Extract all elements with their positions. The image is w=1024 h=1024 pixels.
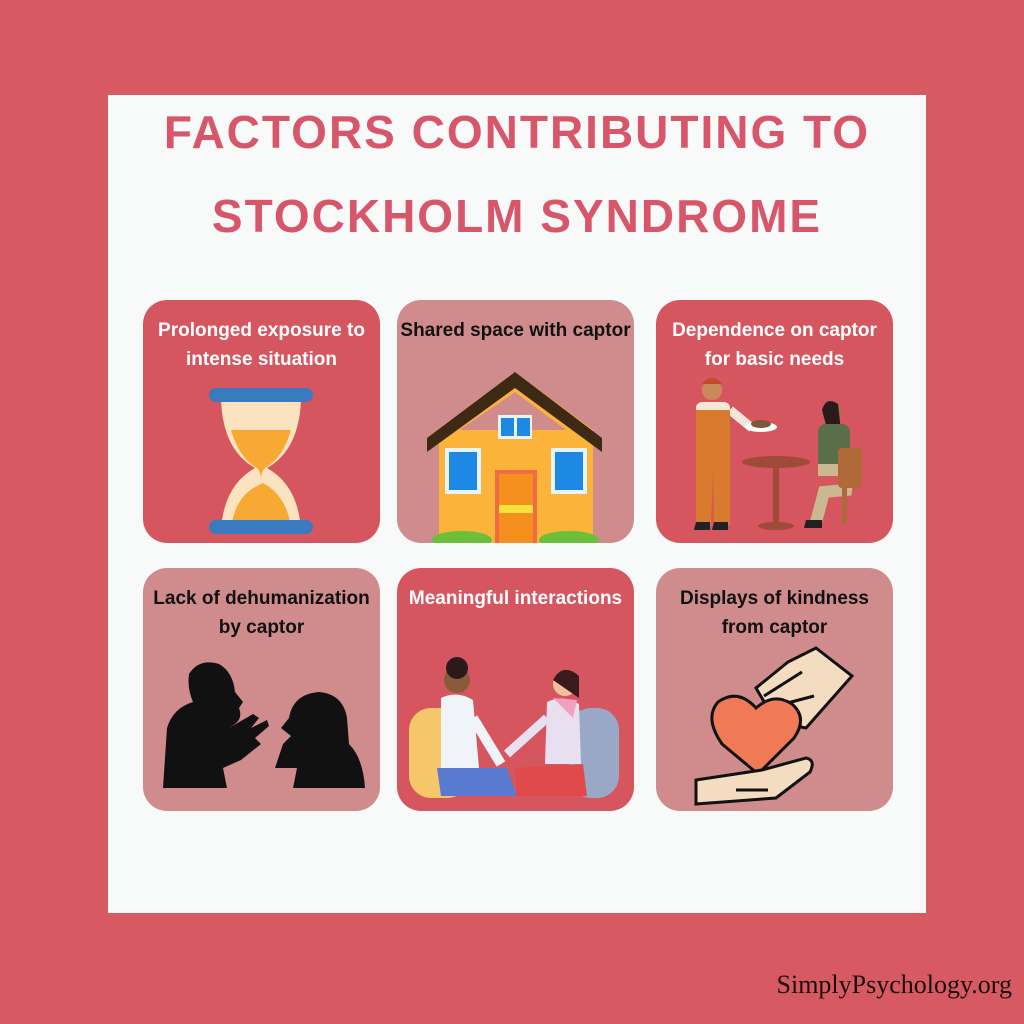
card-label: Shared space with captor [400, 320, 631, 341]
factor-card-lack-of-dehumanization: Lack of dehumanization by captor [143, 568, 380, 811]
title-line-1: FACTORS CONTRIBUTING TO [163, 106, 871, 158]
two-people-talking-illustration [409, 657, 619, 798]
source-credit: SimplyPsychology.org [776, 970, 1012, 999]
factor-card-prolonged-exposure: Prolonged exposure to intense situation [143, 300, 380, 543]
arguing-silhouettes-icon [163, 662, 365, 788]
waiter-serving-woman-illustration [694, 378, 862, 530]
card-label: Displays of kindness from captor [679, 588, 869, 638]
factor-card-dependence: Dependence on captor for basic needs [656, 300, 893, 543]
factor-card-meaningful-interactions: Meaningful interactions [397, 568, 634, 811]
hourglass-icon [209, 388, 313, 534]
card-label: Dependence on captor for basic needs [672, 320, 877, 370]
house-icon [427, 372, 602, 543]
card-label: Prolonged exposure to intense situation [158, 320, 365, 370]
factor-card-shared-space: Shared space with captor [397, 300, 634, 543]
hands-giving-heart-icon [694, 646, 855, 806]
card-label: Meaningful interactions [408, 588, 623, 609]
card-label: Lack of dehumanization by captor [153, 588, 370, 638]
title-line-2: STOCKHOLM SYNDROME [211, 190, 823, 242]
factor-card-kindness: Displays of kindness from captor [656, 568, 893, 811]
